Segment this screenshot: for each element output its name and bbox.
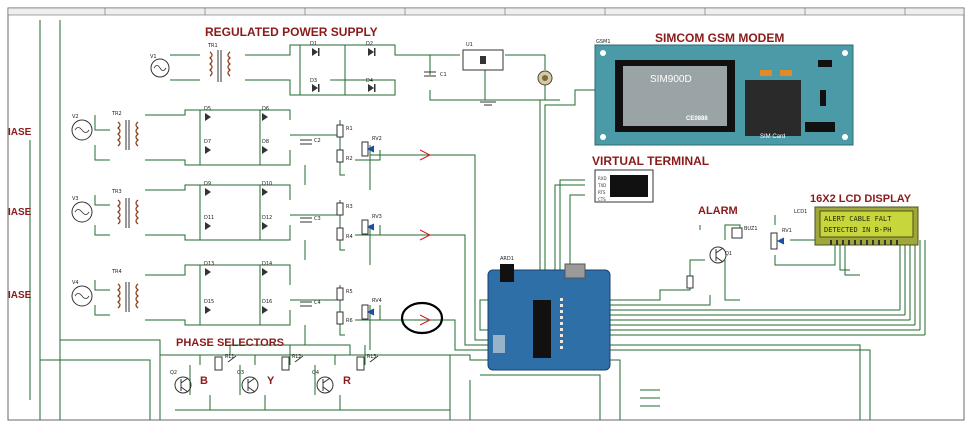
phase-selector-transistors: Q2 Q3 Q4 [170, 370, 334, 394]
svg-text:D5: D5 [204, 106, 211, 112]
svg-text:C3: C3 [314, 216, 321, 222]
svg-text:RV3: RV3 [372, 214, 382, 220]
svg-text:D11: D11 [204, 215, 214, 221]
gsm-modem-module: GSM1 [594, 39, 854, 146]
svg-text:D14: D14 [262, 261, 272, 267]
phase-button-r[interactable]: R [343, 375, 351, 387]
svg-text:U1: U1 [466, 42, 473, 48]
ac-source-v1 [150, 58, 170, 78]
title-simcom-gsm-modem: SIMCOM GSM MODEM [655, 31, 784, 45]
svg-text:BUZ1: BUZ1 [744, 226, 758, 232]
svg-text:Q2: Q2 [170, 370, 177, 376]
svg-text:D2: D2 [366, 41, 373, 47]
svg-text:R2: R2 [346, 156, 353, 162]
gsm-sim-card-label: SIM Card [760, 134, 785, 140]
svg-text:GSM1: GSM1 [596, 39, 611, 45]
title-virtual-terminal: VIRTUAL TERMINAL [592, 154, 709, 168]
svg-text:TXD: TXD [597, 183, 606, 188]
power-supply-section: TR1 V1 D1 D2 D3 D4 C1 U1 [150, 41, 553, 106]
svg-text:D3: D3 [310, 78, 317, 84]
svg-text:Q3: Q3 [237, 370, 244, 376]
title-16x2-lcd-display: 16X2 LCD DISPLAY [810, 193, 912, 205]
svg-text:RXD: RXD [598, 176, 607, 181]
title-alarm: ALARM [698, 205, 738, 217]
svg-text:RL1: RL1 [225, 354, 234, 360]
virtual-terminal-box: RXD TXD RTS CTS [594, 169, 654, 203]
hand-drawn-circle-annotation [400, 301, 444, 335]
svg-text:ARD1: ARD1 [500, 256, 514, 262]
transformer-tr1 [209, 50, 231, 82]
svg-text:D8: D8 [262, 139, 269, 145]
svg-text:RV4: RV4 [372, 298, 382, 304]
svg-text:Q1: Q1 [725, 251, 732, 257]
title-phase-selectors: PHASE SELECTORS [176, 337, 284, 349]
ruler-ticks [104, 8, 906, 15]
lcd-line-1: ALERT CABLE FALT [824, 215, 892, 223]
svg-text:R6: R6 [346, 318, 353, 324]
phase-button-y[interactable]: Y [267, 375, 275, 387]
svg-text:D13: D13 [204, 261, 214, 267]
svg-text:D4: D4 [366, 78, 373, 84]
svg-text:D1: D1 [310, 41, 317, 47]
svg-text:RL2: RL2 [292, 354, 301, 360]
svg-text:D9: D9 [204, 181, 211, 187]
svg-text:TR1: TR1 [207, 43, 218, 49]
svg-text:D16: D16 [262, 299, 272, 305]
sheet-ruler [7, 7, 965, 16]
svg-text:RTS: RTS [598, 190, 606, 195]
svg-text:LCD1: LCD1 [794, 209, 807, 215]
svg-text:D15: D15 [204, 299, 214, 305]
svg-text:CTS: CTS [598, 197, 606, 202]
gsm-ce-mark: CE0888 [686, 116, 708, 122]
svg-text:D7: D7 [204, 139, 211, 145]
svg-text:D6: D6 [262, 106, 269, 112]
svg-text:RL3: RL3 [367, 354, 376, 360]
svg-text:V3: V3 [72, 196, 79, 202]
svg-text:V1: V1 [150, 54, 157, 60]
svg-text:TR2: TR2 [111, 111, 122, 117]
phase-label-1: IASE [8, 127, 32, 138]
svg-text:C2: C2 [314, 138, 321, 144]
lcd-line-2: DETECTED IN B-PH [824, 226, 891, 234]
svg-text:R5: R5 [346, 289, 353, 295]
svg-text:R3: R3 [346, 204, 353, 210]
svg-text:TR4: TR4 [111, 269, 122, 275]
svg-text:R1: R1 [346, 126, 353, 132]
svg-text:D12: D12 [262, 215, 272, 221]
wire-network [29, 20, 926, 420]
phase-selector-relays: RL1 RL2 RL3 [214, 354, 379, 371]
svg-text:R4: R4 [346, 234, 353, 240]
svg-text:C4: C4 [314, 300, 321, 306]
title-regulated-power-supply: REGULATED POWER SUPPLY [205, 25, 378, 39]
phase-label-2: IASE [8, 207, 32, 218]
svg-text:V2: V2 [72, 114, 79, 120]
gsm-chip-label: SIM900D [650, 74, 692, 85]
svg-text:RV1: RV1 [782, 228, 792, 234]
svg-text:TR3: TR3 [111, 189, 122, 195]
bridge-diodes-supply [312, 48, 376, 92]
svg-text:D10: D10 [262, 181, 272, 187]
svg-text:RV2: RV2 [372, 136, 382, 142]
phase-label-3: IASE [8, 290, 32, 301]
arduino-board: ARD1 [487, 256, 611, 371]
svg-text:Q4: Q4 [312, 370, 319, 376]
phase-button-b[interactable]: B [200, 375, 208, 387]
svg-text:V4: V4 [72, 280, 79, 286]
svg-text:C1: C1 [440, 72, 447, 78]
